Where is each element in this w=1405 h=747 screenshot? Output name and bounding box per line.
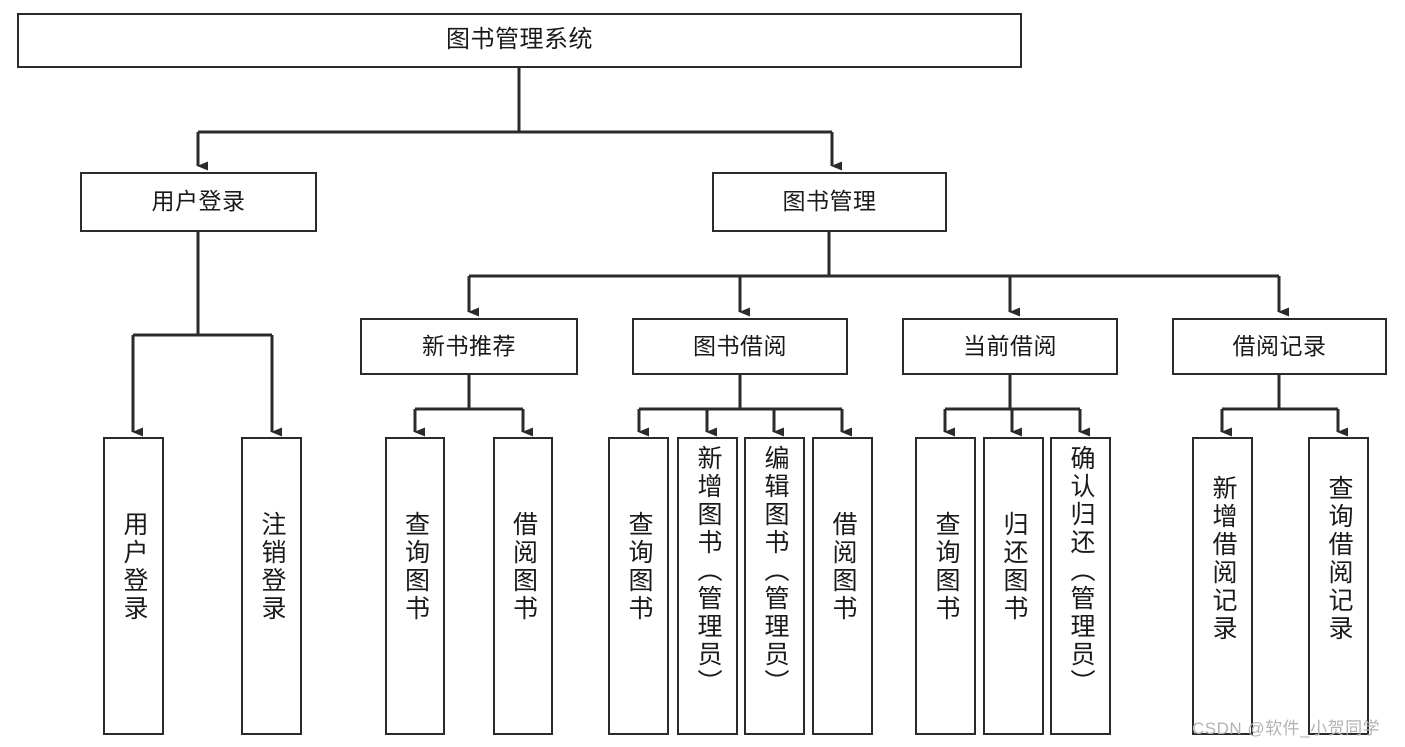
node-current-borrow[interactable]: 当前借阅	[902, 318, 1118, 375]
node-label: 用户登录	[151, 188, 246, 215]
node-label: 查询图书	[401, 511, 430, 623]
leaf-borrow-book[interactable]: 借阅图书	[812, 437, 873, 735]
leaf-add-borrow-record[interactable]: 新增借阅记录	[1192, 437, 1253, 735]
csdn-watermark: CSDN @软件_小贺同学	[1192, 719, 1381, 738]
node-label: 借阅图书	[829, 511, 857, 623]
leaf-borrow-book-recommend[interactable]: 借阅图书	[493, 437, 553, 735]
leaf-query-book-borrow[interactable]: 查询图书	[608, 437, 669, 735]
node-root-system[interactable]: 图书管理系统	[17, 13, 1022, 68]
node-label: 查询图书	[932, 511, 960, 623]
node-label: 编辑图书（管理员）	[761, 445, 789, 697]
leaf-confirm-return-admin[interactable]: 确认归还（管理员）	[1050, 437, 1111, 735]
node-new-book-recommend[interactable]: 新书推荐	[360, 318, 578, 375]
node-label: 新增图书（管理员）	[694, 445, 722, 697]
node-book-management[interactable]: 图书管理	[712, 172, 947, 232]
node-borrow-records[interactable]: 借阅记录	[1172, 318, 1387, 375]
leaf-return-book[interactable]: 归还图书	[983, 437, 1044, 735]
node-label: 图书管理系统	[446, 26, 593, 54]
node-label: 确认归还（管理员）	[1067, 445, 1095, 697]
node-label: 查询图书	[625, 511, 653, 623]
leaf-query-book-current[interactable]: 查询图书	[915, 437, 976, 735]
leaf-user-login[interactable]: 用户登录	[103, 437, 164, 735]
node-label: 新增借阅记录	[1209, 475, 1237, 643]
node-user-login[interactable]: 用户登录	[80, 172, 317, 232]
leaf-add-book-admin[interactable]: 新增图书（管理员）	[677, 437, 738, 735]
node-label: 借阅图书	[509, 511, 538, 623]
node-label: 图书借阅	[693, 332, 787, 359]
node-book-borrow[interactable]: 图书借阅	[632, 318, 848, 375]
node-label: 注销登录	[258, 511, 286, 623]
node-label: 借阅记录	[1232, 332, 1327, 359]
node-label: 查询借阅记录	[1325, 475, 1353, 643]
node-label: 当前借阅	[963, 332, 1057, 359]
leaf-query-borrow-record[interactable]: 查询借阅记录	[1308, 437, 1369, 735]
node-label: 归还图书	[1000, 511, 1028, 623]
leaf-edit-book-admin[interactable]: 编辑图书（管理员）	[744, 437, 805, 735]
node-label: 图书管理	[782, 188, 877, 215]
leaf-query-book-recommend[interactable]: 查询图书	[385, 437, 445, 735]
node-label: 用户登录	[120, 511, 148, 623]
leaf-logout[interactable]: 注销登录	[241, 437, 302, 735]
node-label: 新书推荐	[422, 332, 516, 359]
